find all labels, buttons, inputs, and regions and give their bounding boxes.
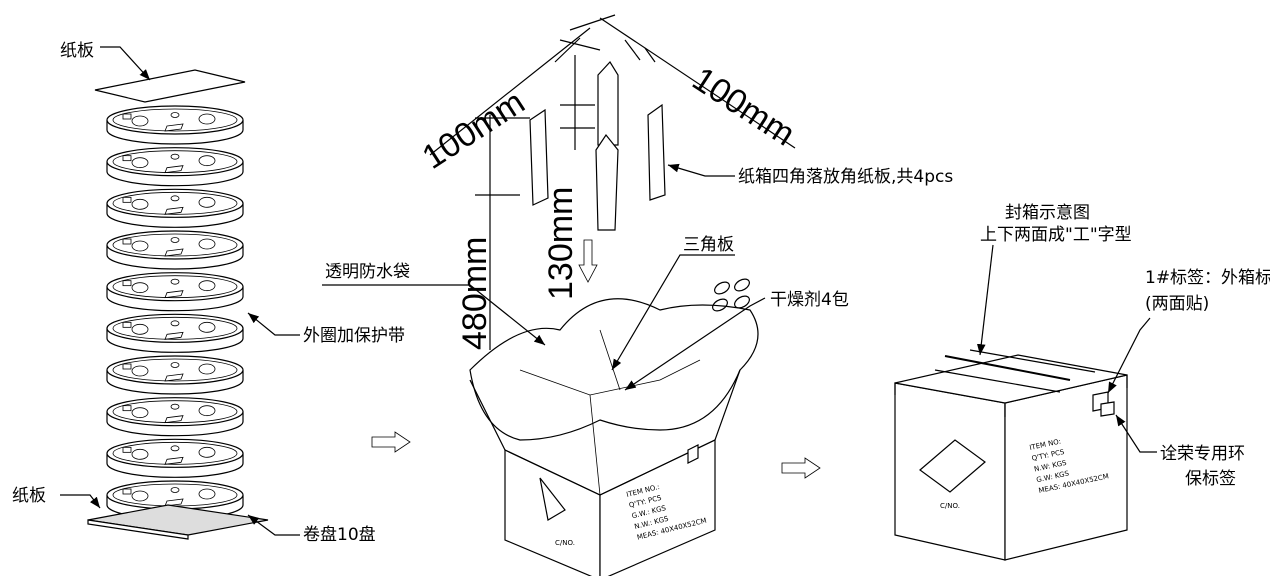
reel <box>106 272 244 312</box>
reel <box>106 147 244 187</box>
dim-height-corner: 130mm <box>542 187 580 300</box>
dim-right: 100mm <box>686 60 802 154</box>
label-eco-line1: 诠荣专用环 <box>1160 444 1245 464</box>
label-protective-tape: 外圈加保护带 <box>303 326 405 346</box>
top-cardboard <box>94 69 246 103</box>
label-cardboard-top: 纸板 <box>60 41 94 61</box>
process-arrow-2 <box>781 457 821 479</box>
label-corner-boards: 纸箱四角落放角纸板,共4pcs <box>738 167 953 187</box>
reel <box>106 105 244 145</box>
process-arrow-1 <box>371 431 411 453</box>
label-eco-line2: 保标签 <box>1185 469 1236 489</box>
reel <box>106 397 244 437</box>
reel <box>106 438 244 478</box>
desiccant-packs <box>712 278 750 312</box>
label-reels: 卷盘10盘 <box>303 525 376 545</box>
dim-left: 100mm <box>416 83 532 177</box>
label-label1-line2: (两面贴) <box>1145 294 1209 314</box>
label-triangle-board: 三角板 <box>683 235 734 255</box>
corner-boards <box>529 61 666 231</box>
dim-height-box: 480mm <box>456 237 494 350</box>
reel <box>106 313 244 353</box>
label-desiccant: 干燥剂4包 <box>770 290 849 310</box>
reel-stack <box>87 69 269 540</box>
closed-box-cno: C/NO. <box>940 502 960 510</box>
label-sealing-line2: 上下两面成"工"字型 <box>980 225 1132 245</box>
label-sealing-line1: 封箱示意图 <box>1005 203 1090 223</box>
label-waterproof-bag: 透明防水袋 <box>325 262 410 282</box>
down-arrow <box>578 239 598 283</box>
reel <box>106 188 244 228</box>
reel <box>106 355 244 395</box>
open-box-cno: C/NO. <box>555 539 575 547</box>
reel <box>106 230 244 270</box>
label-cardboard-bottom: 纸板 <box>12 486 46 506</box>
dimension-lines <box>429 14 796 350</box>
label-label1-line1: 1#标签：外箱标签 <box>1145 268 1270 288</box>
